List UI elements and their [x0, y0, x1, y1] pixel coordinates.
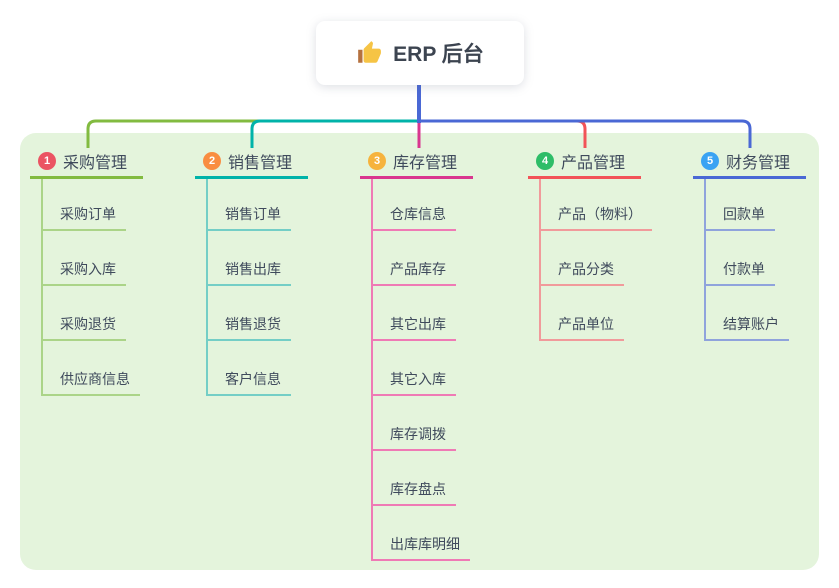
node-stock-transfer[interactable]: 库存调拨 [371, 424, 456, 451]
badge-5: 5 [701, 151, 719, 170]
branch-1-vline [41, 179, 43, 396]
badge-4: 4 [536, 151, 554, 170]
branch-inventory: 3 库存管理 仓库信息 产品库存 其它出库 其它入库 库存调拨 库存盘点 出库库… [360, 145, 473, 561]
badge-1: 1 [38, 151, 56, 170]
root-label: ERP 后台 [393, 43, 484, 66]
branch-label-2: 销售管理 [228, 154, 293, 172]
branch-product: 4 产品管理 产品（物料） 产品分类 产品单位 [528, 145, 652, 341]
branch-4-vline [539, 179, 541, 341]
node-purchase-order[interactable]: 采购订单 [41, 204, 126, 231]
node-product-unit[interactable]: 产品单位 [539, 314, 624, 341]
node-warehouse-info[interactable]: 仓库信息 [371, 204, 456, 231]
branch-node-1[interactable]: 1 采购管理 [30, 145, 143, 179]
node-other-outbound[interactable]: 其它出库 [371, 314, 456, 341]
node-customer-info[interactable]: 客户信息 [206, 369, 291, 396]
badge-2: 2 [203, 151, 221, 170]
node-sales-order[interactable]: 销售订单 [206, 204, 291, 231]
thumbs-up-icon [358, 41, 382, 63]
node-product-material[interactable]: 产品（物料） [539, 204, 652, 231]
branch-2-vline [206, 179, 208, 396]
branch-node-3[interactable]: 3 库存管理 [360, 145, 473, 179]
node-product-stock[interactable]: 产品库存 [371, 259, 456, 286]
branch-label-3: 库存管理 [393, 154, 458, 172]
branch-node-2[interactable]: 2 销售管理 [195, 145, 308, 179]
node-stock-taking[interactable]: 库存盘点 [371, 479, 456, 506]
branch-label-5: 财务管理 [726, 154, 791, 172]
node-purchase-inbound[interactable]: 采购入库 [41, 259, 126, 286]
node-settlement-account[interactable]: 结算账户 [704, 314, 789, 341]
node-stock-detail[interactable]: 出库库明细 [371, 534, 470, 561]
node-receipt-bill[interactable]: 回款单 [704, 204, 775, 231]
badge-3: 3 [368, 151, 386, 170]
branch-finance: 5 财务管理 回款单 付款单 结算账户 [693, 145, 806, 341]
branch-sales: 2 销售管理 销售订单 销售出库 销售退货 客户信息 [195, 145, 308, 396]
node-product-category[interactable]: 产品分类 [539, 259, 624, 286]
branch-5-vline [704, 179, 706, 341]
branch-purchase: 1 采购管理 采购订单 采购入库 采购退货 供应商信息 [30, 145, 143, 396]
node-payment-bill[interactable]: 付款单 [704, 259, 775, 286]
branch-3-vline [371, 179, 373, 561]
node-sales-outbound[interactable]: 销售出库 [206, 259, 291, 286]
branch-node-4[interactable]: 4 产品管理 [528, 145, 641, 179]
node-purchase-return[interactable]: 采购退货 [41, 314, 126, 341]
node-other-inbound[interactable]: 其它入库 [371, 369, 456, 396]
root-node[interactable]: ERP 后台 [316, 21, 524, 85]
node-supplier-info[interactable]: 供应商信息 [41, 369, 140, 396]
background-panel [20, 133, 819, 570]
node-sales-return[interactable]: 销售退货 [206, 314, 291, 341]
branch-node-5[interactable]: 5 财务管理 [693, 145, 806, 179]
branch-label-4: 产品管理 [561, 154, 626, 172]
branch-label-1: 采购管理 [63, 154, 128, 172]
